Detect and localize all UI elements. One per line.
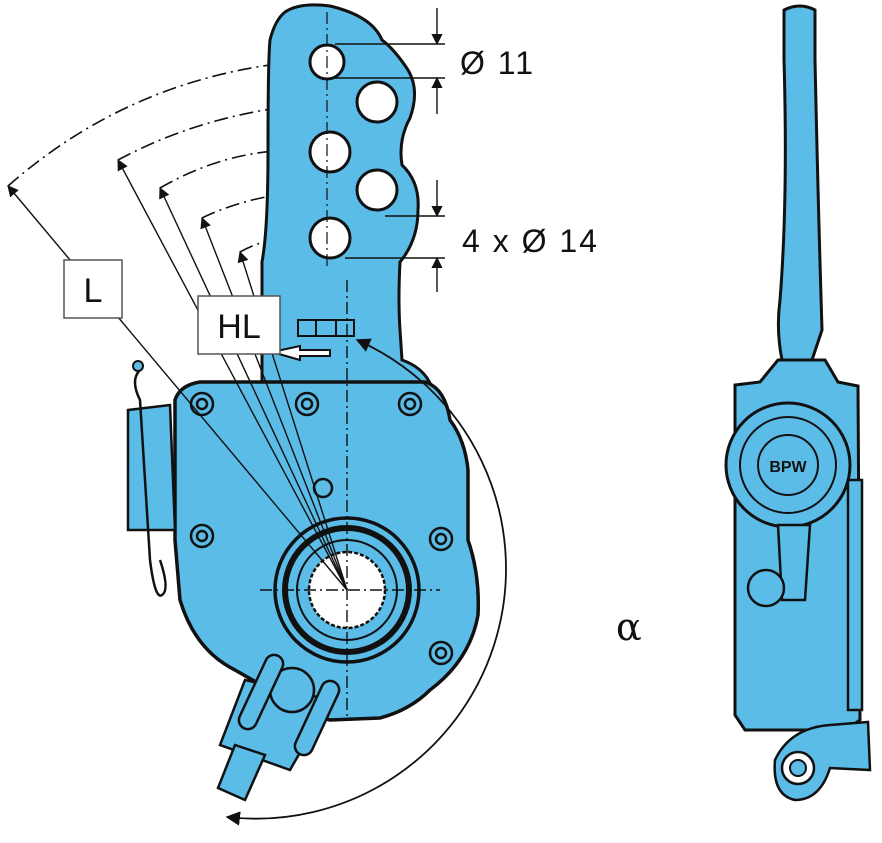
- side-arm: [776, 523, 812, 602]
- lever-holes: [308, 43, 399, 260]
- angle-arc: [225, 338, 507, 826]
- label-dia-large: 4 x Ø 14: [462, 223, 599, 259]
- hole-d14-2: [308, 130, 352, 174]
- hole-d14-3: [355, 168, 399, 212]
- logo-badge: BPW: [724, 401, 852, 529]
- label-L: L: [84, 272, 103, 310]
- hole-d14-4: [308, 216, 352, 260]
- label-dia-small: Ø 11: [460, 45, 535, 81]
- name-plate: [297, 319, 355, 337]
- label-L-box: L: [63, 259, 123, 319]
- front-view: L HL Ø 11 4 x Ø 14 α: [7, 3, 642, 826]
- side-bracket: [126, 403, 177, 532]
- hole-d14-1: [355, 80, 399, 124]
- diameter-dimensions: [335, 8, 445, 292]
- side-view: BPW: [724, 4, 872, 802]
- side-lever: [776, 4, 824, 362]
- label-HL: HL: [217, 308, 260, 346]
- spring-clip: [133, 369, 167, 597]
- label-angle: α: [616, 605, 642, 649]
- label-HL-box: HL: [197, 295, 281, 355]
- logo-text: BPW: [769, 459, 807, 476]
